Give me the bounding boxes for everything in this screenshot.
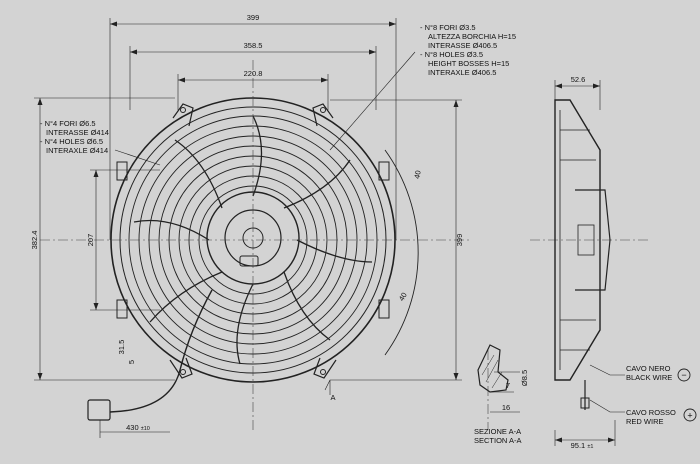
mount-hole (320, 369, 326, 375)
center-lines (40, 60, 650, 430)
section-detail (477, 344, 509, 393)
wire-red-it: CAVO ROSSO (626, 408, 676, 417)
boss (378, 161, 390, 181)
side-label-plate (577, 224, 595, 256)
polarity-symbols: − + (677, 368, 697, 422)
mounting-ear-top-left (172, 103, 194, 127)
boss (116, 161, 128, 181)
side-profile-motor (575, 189, 611, 291)
wire-black-en: BLACK WIRE (626, 373, 672, 382)
dim-bracket-b: 40 (397, 291, 409, 303)
dim-boss-spacing: 358.5 (244, 41, 263, 50)
dim-inner-width: 220.8 (244, 69, 263, 78)
dim-section-d2: 16 (502, 403, 510, 412)
power-cable (109, 289, 213, 413)
labels: 399 358.5 220.8 382.4 207 399 52.6 95.1 … (30, 13, 676, 450)
dim-inner-height: 207 (86, 234, 95, 247)
dim-section-dia: Ø8.5 (520, 370, 529, 386)
section-caption-it: SEZIONE A-A (474, 427, 521, 436)
note-left-line-3: - N°4 HOLES Ø6.5 (40, 137, 103, 146)
mounting-ear-top-right (312, 103, 334, 127)
side-view (554, 99, 611, 410)
note-right-line-1: - N°8 FORI Ø3.5 (420, 23, 476, 32)
note-left-line-4: INTERAXLE Ø414 (46, 146, 108, 155)
grille-spokes (133, 115, 373, 365)
wire-red-en: RED WIRE (626, 417, 664, 426)
dim-slot-height: 5 (127, 360, 136, 364)
note-right-line-2: ALTEZZA BORCHIA H=15 (428, 32, 516, 41)
motor-connector (239, 255, 259, 267)
note-left-line-1: - N°4 FORI Ø6.5 (40, 119, 96, 128)
bracket-arc (384, 149, 419, 356)
note-right-line-5: HEIGHT BOSSES H=15 (428, 59, 509, 68)
mount-hole (320, 107, 326, 113)
side-terminal (580, 397, 590, 409)
mount-hole (180, 369, 186, 375)
boss (116, 299, 128, 319)
side-profile-outer (554, 99, 601, 381)
section-caption-en: SECTION A-A (474, 436, 522, 445)
section-hatching (481, 354, 503, 389)
boss (378, 299, 390, 319)
section-profile (477, 344, 509, 393)
dim-depth: 52.6 (571, 75, 586, 84)
note-left-line-2: INTERASSE Ø414 (46, 128, 109, 137)
note-right-line-6: INTERAXLE Ø406.5 (428, 68, 496, 77)
dimension-lines (34, 18, 625, 446)
mount-hole (180, 107, 186, 113)
minus-icon (677, 368, 691, 382)
dim-height-right: 399 (455, 234, 464, 247)
plus-icon (683, 408, 697, 422)
note-right-line-4: - N°8 HOLES Ø3.5 (420, 50, 483, 59)
dim-section-d1: 7 (506, 381, 510, 390)
dim-slot-width: 31.5 (117, 340, 126, 355)
side-ribs (560, 129, 596, 351)
section-marker: A (330, 393, 335, 402)
dim-depth-total: 95.1 ±1 (571, 441, 594, 450)
arrowheads (37, 21, 615, 443)
dim-cable-length: 430 ±10 (126, 423, 150, 432)
cable-connector (87, 399, 111, 421)
mounting-ear-bottom-left (169, 357, 193, 379)
mounting-ear-bottom-right (313, 357, 337, 379)
dim-height-left: 382.4 (30, 231, 39, 250)
dim-bracket-a: 40 (412, 170, 422, 180)
wire-black-it: CAVO NERO (626, 364, 671, 373)
minus-sign: − (681, 370, 686, 380)
dim-overall-width: 399 (247, 13, 260, 22)
note-right-line-3: INTERASSE Ø406.5 (428, 41, 497, 50)
plus-sign: + (687, 411, 692, 421)
